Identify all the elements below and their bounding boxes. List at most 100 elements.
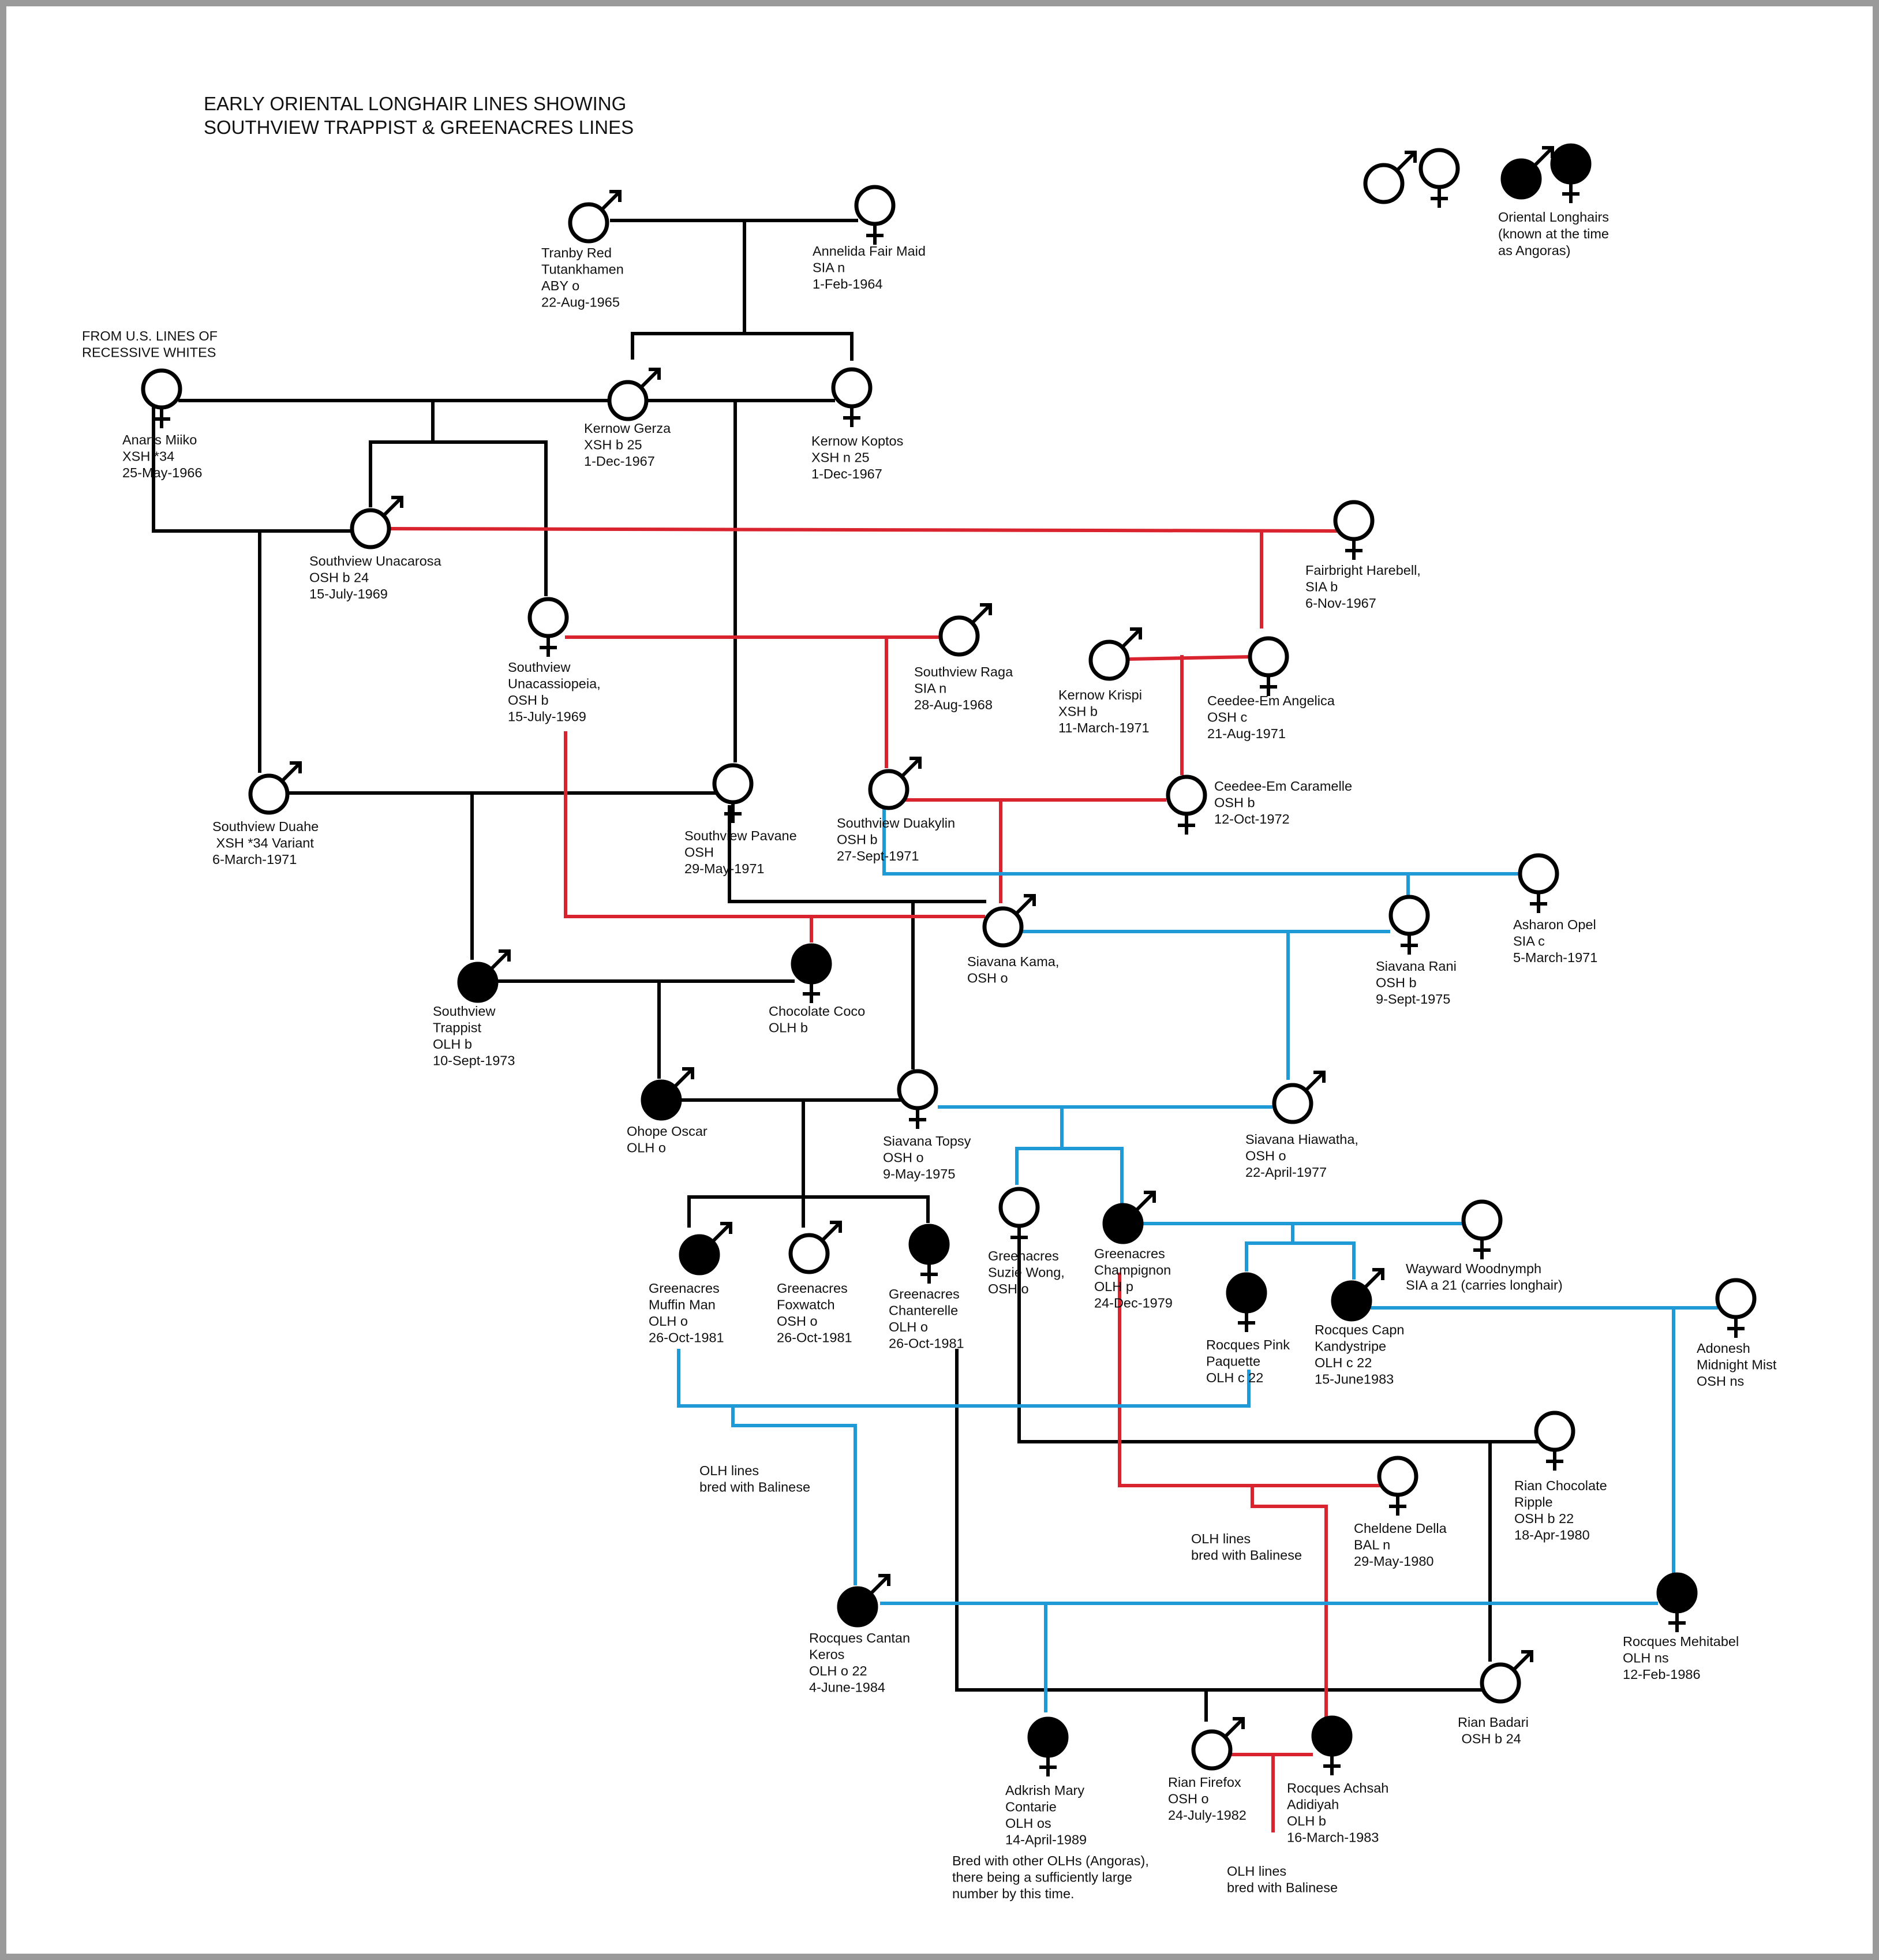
cat-label-line: 10-Sept-1973: [433, 1053, 515, 1068]
open-female-icon: [1377, 1456, 1418, 1516]
cat-label-line: OSH b: [1376, 975, 1417, 990]
cat-label-line: 15-June1983: [1315, 1372, 1394, 1387]
cat-label-line: 15-July-1969: [309, 586, 388, 601]
cat-label-line: Adidiyah: [1287, 1797, 1339, 1812]
cat-label-line: OSH b: [508, 693, 549, 708]
open-female-icon: [831, 367, 873, 427]
open-male-icon: [982, 894, 1036, 948]
cat-label-line: Southview Duakylin: [837, 816, 955, 831]
cat-label-line: 26-Oct-1981: [889, 1336, 964, 1351]
cat-label-line: 22-April-1977: [1245, 1165, 1327, 1180]
cat-label-line: OLH o: [627, 1140, 666, 1155]
cat-label-line: OLH ns: [1623, 1651, 1669, 1666]
cat-badari: Rian Badari OSH b 24: [1458, 1650, 1533, 1746]
cat-label-line: Rocques Cantan: [809, 1630, 910, 1645]
cat-label-line: OLH b: [769, 1020, 808, 1035]
filled-male-icon: [1500, 146, 1554, 200]
pedigree-line: [731, 1424, 857, 1585]
cat-label-line: ABY o: [541, 278, 579, 293]
cat-label: Siavana Kama, OSH o: [967, 954, 1059, 986]
cat-label-line: OSH o: [1168, 1791, 1209, 1806]
cat-label-line: OSH o: [1245, 1149, 1286, 1164]
red-lines: [387, 526, 1382, 1832]
cat-label-line: Southview: [433, 1004, 496, 1019]
cat-label-line: Annelida Fair Maid: [813, 244, 926, 259]
cat-label-line: OSH o: [988, 1281, 1029, 1296]
cat-label-line: 18-Apr-1980: [1514, 1528, 1590, 1543]
cat-label-line: Ceedee-Em Caramelle: [1214, 779, 1352, 794]
cat-label-line: OLH b: [1287, 1813, 1326, 1828]
pedigree-line: [1251, 1484, 1328, 1718]
pedigree-line: [728, 805, 986, 903]
note-line: number by this time.: [952, 1886, 1075, 1901]
cat-label-line: 1-Feb-1964: [813, 276, 883, 291]
pedigree-line: [564, 731, 985, 918]
cat-label-line: Rocques Achsah: [1287, 1781, 1388, 1796]
cat-label-line: 16-March-1983: [1287, 1830, 1379, 1845]
cat-label-line: Suzie Wong,: [988, 1265, 1065, 1280]
cat-label-line: OLH o 22: [809, 1663, 867, 1678]
title-line-2: SOUTHVIEW TRAPPIST & GREENACRES LINES: [204, 117, 634, 138]
cat-label-line: OSH b 24: [309, 570, 369, 585]
cat-label-line: Siavana Kama,: [967, 954, 1059, 969]
open-female-icon: [1248, 636, 1289, 696]
open-female-icon: [998, 1187, 1040, 1247]
cat-label-line: OSH b 22: [1514, 1511, 1574, 1526]
filled-male-icon: [679, 1222, 732, 1276]
cat-label-line: Paquette: [1206, 1354, 1260, 1369]
cat-label-line: 6-Nov-1967: [1305, 596, 1376, 611]
filled-female-icon: [908, 1224, 950, 1284]
cat-label-line: 11-March-1971: [1058, 720, 1150, 735]
note-line: there being a sufficiently large: [952, 1870, 1132, 1885]
cat-label-line: Siavana Hiawatha,: [1245, 1132, 1358, 1147]
pedigree-line: [1126, 654, 1252, 661]
note-line: bred with Balinese: [1191, 1548, 1302, 1563]
cat-label-line: 1-Dec-1967: [811, 466, 882, 481]
cat-label-line: OSH c: [1207, 710, 1247, 725]
title-line-1: EARLY ORIENTAL LONGHAIR LINES SHOWING: [204, 93, 626, 114]
note-line: FROM U.S. LINES OF: [82, 328, 218, 343]
diagram-title: EARLY ORIENTAL LONGHAIR LINES SHOWING SO…: [204, 93, 634, 138]
cat-label-line: 29-May-1980: [1354, 1554, 1433, 1569]
cat-label-line: SIA b: [1305, 579, 1338, 594]
cat-label-line: SIA n: [914, 681, 946, 696]
note-line: OLH lines: [1227, 1864, 1286, 1879]
cat-label-line: Asharon Opel: [1513, 917, 1596, 932]
note-line: Bred with other OLHs (Angoras),: [952, 1853, 1149, 1868]
cat-label-line: OLH b: [433, 1037, 472, 1052]
black-lines: [152, 219, 1538, 1722]
cat-label-line: Adonesh: [1697, 1341, 1750, 1356]
cat-label-line: SIA n: [813, 260, 845, 275]
cat-label-line: OLH o: [649, 1314, 688, 1329]
cat-label-line: Greenacres: [988, 1248, 1059, 1263]
cat-label-line: OSH o: [967, 971, 1008, 986]
open-male-icon: [938, 603, 992, 657]
note-line: bred with Balinese: [1227, 1880, 1338, 1895]
